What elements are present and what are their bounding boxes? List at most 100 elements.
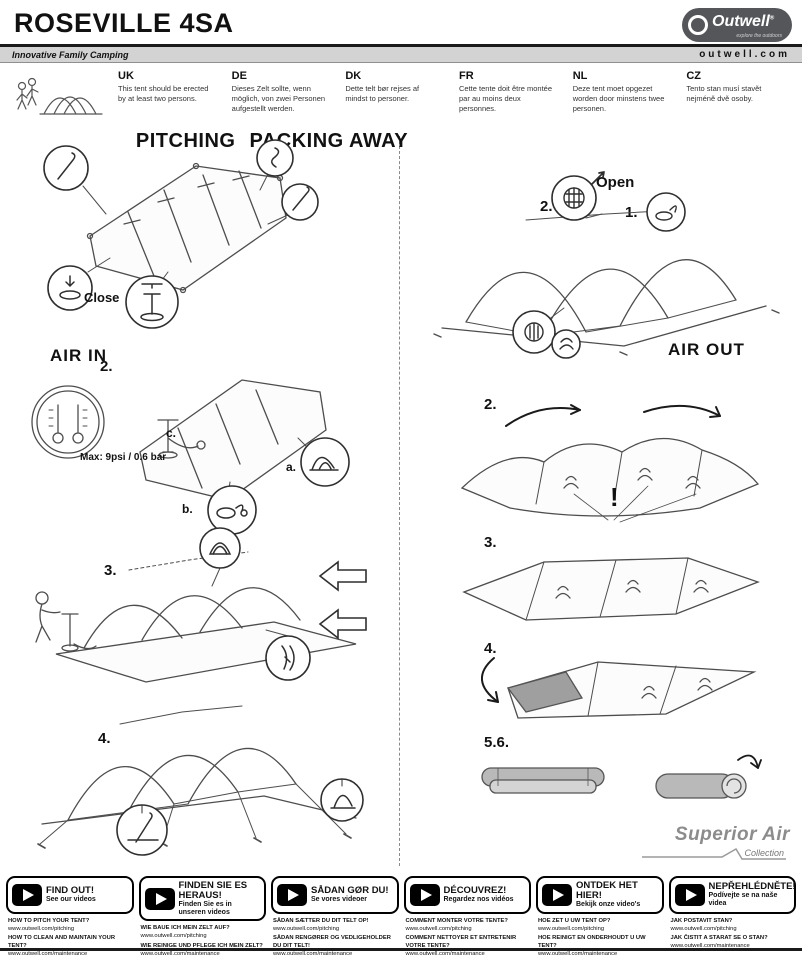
video-banner: ONTDEK HET HIER! Bekijk onze video's bbox=[536, 876, 664, 914]
two-person-tent-icon bbox=[16, 77, 103, 115]
language-notice-row: UK This tent should be erected by at lea… bbox=[12, 70, 790, 122]
pitching-step-2b: b. bbox=[182, 502, 193, 516]
video-subline: Finden Sie es in unseren videos bbox=[178, 900, 232, 916]
pitching-step-3: 3. bbox=[104, 562, 117, 579]
pitching-step-2c: c. bbox=[166, 426, 177, 440]
notice-uk: UK This tent should be erected by at lea… bbox=[118, 70, 222, 104]
video-promo-nl: ONTDEK HET HIER! Bekijk onze video's HOE… bbox=[536, 876, 664, 960]
packing-fold-step: 4. bbox=[484, 640, 497, 657]
packing-overview-illustration bbox=[433, 171, 780, 359]
brand-name: Outwell® bbox=[712, 13, 775, 30]
slogan: Innovative Family Camping bbox=[12, 49, 129, 60]
instruction-area: PITCHING PACKING AWAY 1. bbox=[0, 130, 802, 876]
play-icon bbox=[144, 887, 175, 910]
play-icon bbox=[409, 884, 440, 906]
lang-text: Cette tente doit être montée par au moin… bbox=[459, 84, 552, 113]
video-question: SÅDAN SÆTTER DU DIT TELT OP! bbox=[273, 918, 369, 924]
video-url: www.outwell.com/maintenance bbox=[273, 951, 353, 958]
video-question: SÅDAN RENGØRER OG VEDLIGEHOLDER DU DIT T… bbox=[273, 935, 391, 950]
video-subline: Podívejte se na naše videa bbox=[708, 892, 778, 907]
video-links: COMMENT MONTER VOTRE TENTE? www.outwell.… bbox=[404, 914, 532, 959]
packing-step-2: 2. bbox=[540, 198, 553, 215]
close-valve-label: Close bbox=[84, 290, 120, 305]
video-question: HOE ZET U UW TENT OP? bbox=[538, 918, 611, 924]
video-url: www.outwell.com/maintenance bbox=[405, 951, 485, 958]
play-icon bbox=[542, 884, 572, 906]
play-icon bbox=[674, 884, 705, 906]
video-promo-de: FINDEN SIE ES HERAUS! Finden Sie es in u… bbox=[138, 876, 266, 960]
notice-cz: CZ Tento stan musí stavět nejméně dvě os… bbox=[686, 70, 790, 104]
video-subline: Regardez nos vidéos bbox=[443, 896, 514, 904]
video-headline: DÉCOUVREZ! bbox=[443, 885, 507, 897]
notice-dk: DK Dette telt bør rejses af mindst to pe… bbox=[345, 70, 449, 104]
video-banner: SÅDAN GØR DU! Se vores videoer bbox=[271, 876, 399, 914]
packing-roll-illustration bbox=[481, 754, 762, 799]
video-url: www.outwell.com/maintenance bbox=[538, 951, 618, 958]
play-icon bbox=[12, 884, 42, 906]
superior-air-collection-logo: Superior Air Collection bbox=[628, 824, 790, 862]
packing-roll-step: 5.6. bbox=[484, 734, 510, 751]
pitching-step2-illustration bbox=[31, 379, 350, 535]
play-icon bbox=[277, 884, 307, 906]
video-question: COMMENT MONTER VOTRE TENTE? bbox=[405, 918, 508, 924]
outwell-logo: Outwell® explore the outdoors bbox=[682, 8, 792, 42]
video-question: WIE BAUE ICH MEIN ZELT AUF? bbox=[140, 925, 230, 932]
video-promo-uk: FIND OUT! See our videos HOW TO PITCH YO… bbox=[6, 876, 134, 960]
packing-flatten-step: 3. bbox=[484, 534, 497, 551]
video-url: www.outwell.com/pitching bbox=[140, 933, 207, 940]
video-subline: Bekijk onze video's bbox=[576, 901, 641, 909]
video-links: JAK POSTAVIT STAN? www.outwell.com/pitch… bbox=[669, 914, 797, 950]
video-links: HOW TO PITCH YOUR TENT? www.outwell.com/… bbox=[6, 914, 134, 959]
video-headline: NEPŘEHLÉDNĚTE! bbox=[708, 881, 796, 893]
air-out-label: AIR OUT bbox=[668, 340, 745, 359]
video-banner: NEPŘEHLÉDNĚTE! Podívejte se na naše vide… bbox=[668, 876, 796, 914]
video-question: COMMENT NETTOYER ET ENTRETENIR VOTRE TEN… bbox=[405, 935, 517, 950]
notice-fr: FR Cette tente doit être montée par au m… bbox=[459, 70, 563, 113]
lang-code: UK bbox=[118, 70, 134, 82]
outwell-o-icon bbox=[688, 15, 708, 35]
packing-deflate-illustration bbox=[460, 404, 760, 523]
air-in-label: AIR IN bbox=[50, 346, 107, 365]
deflate-warning: ! bbox=[610, 482, 619, 512]
video-subline: Se vores videoer bbox=[311, 896, 368, 904]
page-title: ROSEVILLE 4SA bbox=[14, 8, 234, 38]
pitching-step1-illustration bbox=[43, 139, 319, 329]
collection-name: Superior Air bbox=[674, 824, 790, 845]
video-url: www.outwell.com/pitching bbox=[8, 926, 75, 933]
video-headline: SÅDAN GØR DU! bbox=[311, 885, 389, 897]
video-url: www.outwell.com/pitching bbox=[405, 926, 472, 933]
lang-text: Deze tent moet opgezet worden door minst… bbox=[572, 84, 665, 113]
video-url: www.outwell.com/pitching bbox=[538, 926, 605, 933]
video-question: JAK POSTAVIT STAN? bbox=[670, 918, 733, 924]
collection-sub-row: Collection bbox=[628, 846, 790, 862]
video-question: WIE REINIGE UND PFLEGE ICH MEIN ZELT? bbox=[140, 942, 263, 949]
lang-text: This tent should be erected by at least … bbox=[118, 84, 209, 103]
video-headline: FINDEN SIE ES HERAUS! bbox=[178, 880, 248, 901]
video-question: HOW TO CLEAN AND MAINTAIN YOUR TENT? bbox=[8, 935, 116, 950]
lang-text: Dieses Zelt sollte, wenn möglich, von zw… bbox=[231, 84, 326, 113]
pitching-step3-illustration bbox=[35, 527, 367, 683]
pitching-step-2a: a. bbox=[286, 460, 297, 474]
video-banner: FINDEN SIE ES HERAUS! Finden Sie es in u… bbox=[138, 876, 266, 922]
lang-code: DE bbox=[231, 70, 247, 82]
video-headline: ONTDEK HET HIER! bbox=[576, 880, 638, 902]
video-links: SÅDAN SÆTTER DU DIT TELT OP! www.outwell… bbox=[271, 914, 399, 959]
video-url: www.outwell.com/maintenance bbox=[140, 950, 220, 957]
brand-tagline: explore the outdoors bbox=[736, 33, 782, 39]
lang-code: DK bbox=[345, 70, 362, 82]
packing-deflate-step: 2. bbox=[484, 396, 497, 413]
collection-sub-label: Collection bbox=[744, 848, 784, 858]
video-promo-fr: DÉCOUVREZ! Regardez nos vidéos COMMENT M… bbox=[403, 876, 532, 960]
website: outwell.com bbox=[699, 49, 790, 60]
lang-code: NL bbox=[572, 70, 588, 82]
lang-code: FR bbox=[459, 70, 474, 82]
max-pressure-label: Max: 9psi / 0.6 bar bbox=[80, 452, 167, 463]
video-promo-cz: NEPŘEHLÉDNĚTE! Podívejte se na naše vide… bbox=[668, 876, 797, 960]
notice-de: DE Dieses Zelt sollte, wenn möglich, von… bbox=[232, 70, 336, 113]
pitching-step-4: 4. bbox=[98, 730, 111, 747]
video-url: www.outwell.com/pitching bbox=[273, 926, 340, 933]
video-question: JAK ČISTIT A STARAT SE O STAN? bbox=[670, 935, 768, 942]
video-url: www.outwell.com/maintenance bbox=[670, 943, 750, 950]
notice-nl: NL Deze tent moet opgezet worden door mi… bbox=[573, 70, 677, 113]
